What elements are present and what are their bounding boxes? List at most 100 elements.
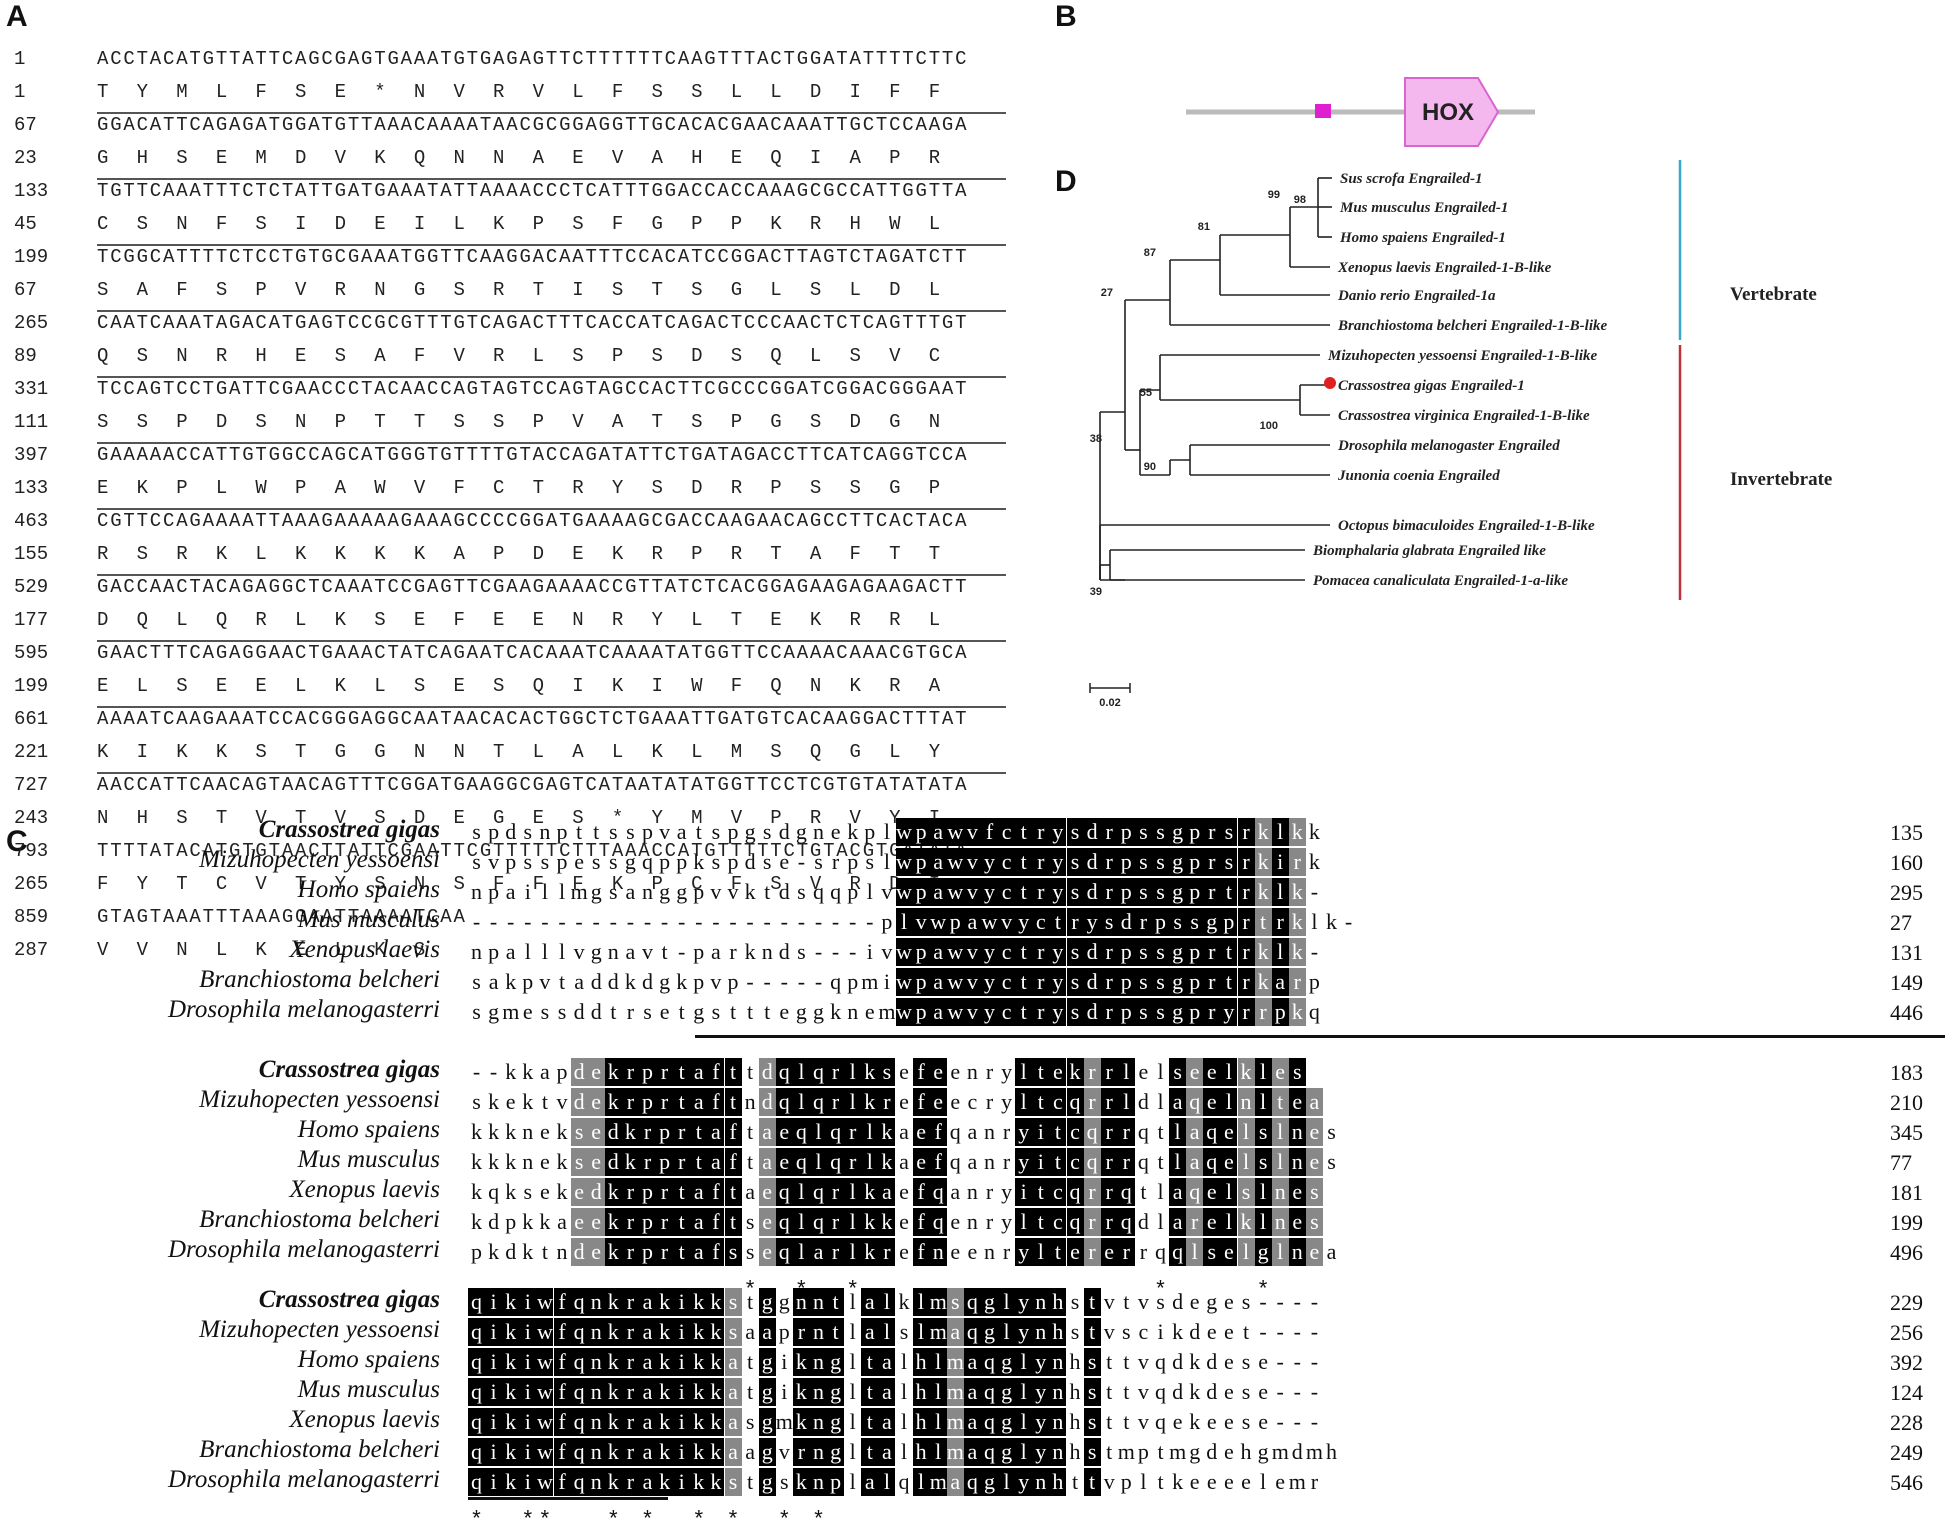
alignment-residue: p [642,819,653,844]
alignment-residue: l [998,1318,1016,1346]
alignment-residue: c [998,848,1016,876]
alignment-residue: w [895,968,913,996]
alignment-species-name: Xenopus laevis [289,936,440,963]
alignment-residue: l [849,1439,856,1464]
alignment-residue: l [1271,1148,1289,1176]
alignment-residue: s [1134,938,1152,966]
nt-sequence: TCCAGTCCTGATTCGAACCCTACAACCAGTAGTCCAGTAG… [97,378,969,400]
alignment-residue: - [780,969,788,994]
alignment-residue: l [929,1348,947,1376]
nt-position: 529 [14,576,49,598]
alignment-residue: n [587,1288,605,1316]
alignment-residue: r [1083,1178,1101,1206]
alignment-residue: t [1015,848,1033,876]
alignment-residue: r [621,1348,639,1376]
alignment-residue: a [929,938,947,966]
alignment-residue: y [1015,1148,1033,1176]
alignment-residue: p [727,969,739,994]
alignment-residue: k [1189,1349,1201,1374]
alignment-residue: t [1032,1088,1050,1116]
alignment-residue: k [656,1288,674,1316]
alignment-residue: r [673,1148,691,1176]
alignment-residue: g [659,879,671,904]
alignment-residue: v [1137,1349,1149,1374]
alignment-residue: t [747,1119,754,1144]
alignment-residue: k [604,1318,622,1346]
alignment-residue: s [1241,1379,1251,1404]
alignment-residue: e [570,1178,588,1206]
alignment-residue: w [536,1438,554,1466]
alignment-residue: k [621,1118,639,1146]
alignment-species-name: Homo spaiens [297,876,440,903]
alignment-residue: n [1271,1208,1289,1236]
alignment-residue: t [861,1438,879,1466]
alignment-residue: - [763,909,771,934]
alignment-residue: l [849,1409,856,1434]
alignment-residue: p [676,849,688,874]
alignment-residue: k [604,1408,622,1436]
alignment-residue: d [604,1148,622,1176]
alignment-residue: i [519,1348,537,1376]
alignment-residue: d [1172,1289,1184,1314]
alignment-residue: e [1220,1118,1238,1146]
alignment-residue: d [1206,1439,1218,1464]
alignment-residue: w [536,1348,554,1376]
alignment-residue: - [797,849,806,874]
alignment-residue: k [604,1208,622,1236]
alignment-residue: k [604,1088,622,1116]
alignment-residue: r [729,939,737,964]
alignment-residue: y [1001,1209,1013,1234]
alignment-residue: i [673,1318,691,1346]
alignment-residue: t [1049,1148,1067,1176]
alignment-residue: l [849,1379,856,1404]
alignment-residue: g [1169,938,1187,966]
alignment-residue: k [878,1208,896,1236]
alignment-residue: g [827,1348,845,1376]
alignment-residue: t [1083,1468,1101,1496]
alignment-residue: a [724,1348,742,1376]
alignment-residue: q [570,1378,588,1406]
tree-taxon-label: Crassostrea gigas Engrailed-1 [1338,378,1525,394]
alignment-residue: d [505,819,517,844]
nt-sequence: CAATCAAATAGACATGAGTCCGCGTTTGTCAGACTTTCAC… [97,312,969,334]
alignment-residue: k [505,1179,517,1204]
alignment-residue: r [1083,1088,1101,1116]
alignment-residue: d [1117,908,1135,936]
alignment-residue: k [690,1438,708,1466]
alignment-residue: n [966,1209,978,1234]
alignment-residue: q [468,1348,485,1376]
alignment-residue: - [1293,1349,1301,1374]
alignment-residue: y [1015,1288,1033,1316]
alignment-residue: g [1169,878,1187,906]
alignment-residue: d [778,939,790,964]
alignment-residue: e [758,1178,776,1206]
alignment-residue: f [707,1088,725,1116]
alignment-residue: q [792,1148,810,1176]
alignment-residue: k [1288,938,1306,966]
alignment-residue: e [1138,1059,1149,1084]
sequence-underline [97,772,1006,774]
alignment-residue: r [1100,848,1118,876]
alignment-residue: - [780,909,788,934]
alignment-residue: k [522,1209,534,1234]
alignment-residue: e [912,1118,930,1146]
alignment-residue: e [540,1119,550,1144]
sequence-underline [97,112,1006,114]
alignment-residue: t [747,1379,754,1404]
bootstrap-value: 55 [1140,387,1152,399]
alignment-residue: s [1305,1208,1323,1236]
alignment-residue: g [693,999,705,1024]
alignment-residue: k [656,1348,674,1376]
alignment-residue: a [690,1238,708,1266]
alignment-residue: l [1271,1238,1289,1266]
aa-position: 243 [14,807,49,829]
alignment-residue: e [1049,1058,1067,1086]
alignment-residue: s [797,939,806,964]
alignment-residue: n [984,1149,995,1174]
alignment-residue: e [1203,1208,1221,1236]
alignment-residue: a [724,1438,742,1466]
alignment-residue: t [558,969,566,994]
alignment-residue: r [656,1088,674,1116]
alignment-residue: p [1117,998,1135,1026]
alignment-residue: q [1155,1379,1166,1404]
